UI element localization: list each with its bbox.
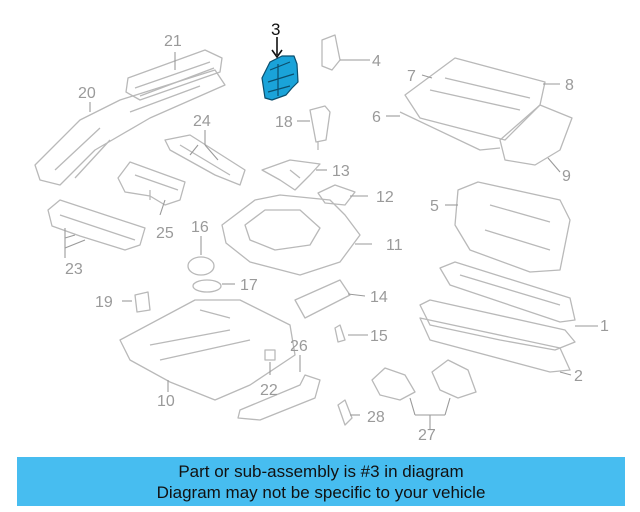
callout-25: 25 bbox=[156, 225, 174, 242]
banner-line-2: Diagram may not be specific to your vehi… bbox=[156, 483, 486, 502]
callout-5: 5 bbox=[430, 198, 439, 215]
callout-28: 28 bbox=[367, 409, 385, 426]
part-22-clip bbox=[264, 349, 276, 361]
callout-17: 17 bbox=[240, 277, 258, 294]
part-26-channel bbox=[237, 374, 321, 421]
callout-24: 24 bbox=[193, 113, 211, 130]
part-10-floor bbox=[119, 299, 296, 401]
part-3-highlighted bbox=[261, 55, 299, 101]
banner-line-1: Part or sub-assembly is #3 in diagram bbox=[178, 462, 464, 481]
callout-22: 22 bbox=[260, 382, 278, 399]
callout-13: 13 bbox=[332, 163, 350, 180]
part-20-rail bbox=[34, 69, 226, 186]
part-4-bracket bbox=[321, 34, 341, 71]
part-16-ring bbox=[187, 256, 215, 276]
callout-2: 2 bbox=[574, 368, 583, 385]
part-6-shelf bbox=[399, 111, 501, 151]
callout-8: 8 bbox=[565, 77, 574, 94]
callout-1: 1 bbox=[600, 318, 609, 335]
callout-6: 6 bbox=[372, 109, 381, 126]
callout-15: 15 bbox=[370, 328, 388, 345]
part-17-ring bbox=[192, 279, 222, 293]
info-banner: Part or sub-assembly is #3 in diagram Di… bbox=[17, 457, 625, 506]
part-11-tub bbox=[221, 194, 361, 276]
part-13-bracket bbox=[261, 159, 321, 191]
part-2-rail bbox=[419, 317, 571, 373]
callout-23: 23 bbox=[65, 261, 83, 278]
callout-14: 14 bbox=[370, 289, 388, 306]
callout-10: 10 bbox=[157, 393, 175, 410]
callout-19: 19 bbox=[95, 294, 113, 311]
part-15-bracket bbox=[334, 324, 346, 343]
part-14-plate bbox=[294, 279, 351, 319]
callout-7: 7 bbox=[407, 68, 416, 85]
part-18-jack bbox=[309, 105, 331, 150]
callout-11: 11 bbox=[386, 237, 403, 254]
part-27-right bbox=[431, 359, 477, 399]
part-19-bracket bbox=[134, 291, 151, 313]
part-25-bracket bbox=[117, 161, 186, 206]
callout-12: 12 bbox=[376, 189, 394, 206]
part-27-left bbox=[371, 367, 416, 401]
part-28-bracket bbox=[337, 399, 353, 426]
callout-16: 16 bbox=[191, 219, 209, 236]
callout-4: 4 bbox=[372, 53, 381, 70]
part-7-8-shelf bbox=[404, 57, 546, 141]
part-12-plate bbox=[317, 184, 356, 206]
part-1-inner bbox=[439, 261, 576, 323]
part-24-bracket bbox=[164, 134, 246, 186]
callout-3: 3 bbox=[271, 20, 280, 39]
callout-27: 27 bbox=[418, 427, 436, 444]
part-1-rail bbox=[419, 299, 576, 351]
callout-21: 21 bbox=[164, 33, 182, 50]
parts-diagram: 1 2 3 4 5 6 7 8 9 10 11 12 13 14 15 16 1… bbox=[34, 20, 609, 444]
part-23-member bbox=[47, 199, 146, 251]
callout-26: 26 bbox=[290, 338, 308, 355]
part-9-panel bbox=[499, 104, 573, 166]
callout-18: 18 bbox=[275, 114, 293, 131]
part-5-panel bbox=[454, 181, 571, 273]
callout-9: 9 bbox=[562, 168, 571, 185]
callout-20: 20 bbox=[78, 85, 96, 102]
